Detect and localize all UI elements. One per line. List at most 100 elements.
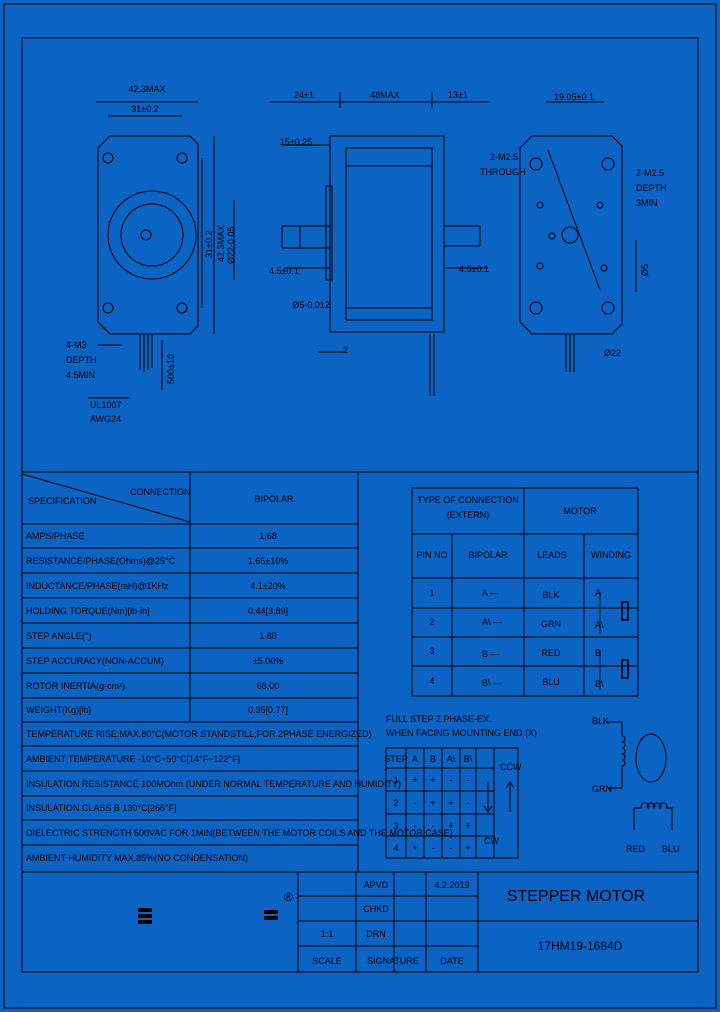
conn-bipolar: A\ —: [482, 617, 503, 627]
screw-note-3: 4.5MIN: [66, 370, 96, 380]
depth-note-3: 3MIN: [636, 198, 658, 208]
conn-bipolar: A —: [482, 588, 500, 598]
wiring-diagram: [606, 721, 673, 830]
depth-note-1: 2-M2.5: [636, 168, 665, 178]
spec-row-label: STEP ANGLE(°): [26, 631, 92, 641]
tb-chkd: CHKD: [363, 904, 389, 914]
full-step-header: A\: [446, 754, 456, 764]
shaft-length-dim: 24±1: [294, 90, 314, 100]
tb-apvd: APVD: [363, 880, 389, 890]
full-step-cell: 3: [393, 821, 399, 831]
full-step-header: A: [411, 754, 419, 764]
spec-row-label: WEIGHT(Kg)[lb]: [26, 705, 92, 715]
conn-lead: RED: [541, 648, 561, 658]
spec-row-value: ±5.00%: [252, 656, 284, 666]
spec-note: DIELECTRIC STRENGTH 500VAC FOR 1MIN(BETW…: [26, 828, 453, 838]
conn-col-winding: WINDING: [591, 550, 631, 560]
connection-table: [411, 487, 639, 697]
spec-row-label: AMPS/PHASE: [26, 531, 85, 541]
spec-note: AMBIENT HUMIDITY MAX.85%(NO CONDENSATION…: [26, 853, 249, 863]
rear-length-dim: 13±1: [448, 90, 468, 100]
front-height-max-dim: 42.3MAX: [216, 224, 226, 262]
spec-row-value: 1.68: [259, 531, 277, 541]
shaft-dia-dim: Ø5-0.012: [292, 300, 330, 310]
screw-note-1: 4-M3: [66, 340, 87, 350]
full-step-cell: 1: [393, 775, 399, 785]
conn-winding: B\: [595, 679, 604, 689]
front-width-dim: 42.3MAX: [128, 84, 166, 94]
tb-scale-value: 1:1: [320, 929, 334, 939]
tb-date-value: 4.2.2019: [434, 880, 470, 890]
spec-row-value: 4.1±20%: [250, 581, 286, 591]
flat-depth-dim: 4.5±0.1: [269, 266, 299, 276]
spec-note: INSULATION CLASS B 130°C[266°F]: [26, 803, 177, 813]
tb-signature-label: SIGNATURE: [367, 956, 419, 966]
lead-length-dim: 500±10: [166, 354, 176, 384]
conn-header-type-2: (EXTERN): [446, 510, 490, 520]
rear-view: [519, 101, 637, 372]
ccw-label: CCW: [500, 762, 522, 772]
spec-row-label: HOLDING TORQUE(Nm)[lb-in]: [26, 606, 150, 616]
full-step-cell: +: [430, 775, 436, 785]
through-note-1: 2-M2.5: [490, 152, 519, 162]
spec-note: INSULATION RESISTANCE 100MOhm (UNDER NOR…: [26, 779, 402, 789]
spec-header-bipolar: BIPOLAR: [254, 494, 294, 504]
spec-row-label: RESISTANCE/PHASE(Ohms)@25°C: [26, 556, 176, 566]
conn-col-leads: LEADS: [537, 550, 567, 560]
full-step-header: B\: [463, 754, 473, 764]
drawing-title: STEPPER MOTOR: [506, 888, 646, 905]
front-hole-spacing-dim: 31±0.2: [131, 104, 159, 114]
spec-row-value: 68.00: [256, 681, 280, 691]
conn-col-pin: PIN NO: [416, 550, 448, 560]
conn-lead: BLK: [542, 590, 560, 600]
wire-note-1: UL1007: [90, 400, 122, 410]
full-step-cell: -: [466, 775, 470, 785]
spec-row-label: INDUCTANCE/PHASE(mH)@1KHz: [26, 581, 169, 591]
side-view: [233, 92, 490, 396]
full-step-cell: -: [449, 775, 453, 785]
full-step-cell: -: [431, 821, 435, 831]
conn-pin: 2: [429, 617, 435, 627]
spec-note: TEMPERATURE RISE:MAX.80°C(MOTOR STANDSTI…: [26, 729, 372, 739]
full-step-cell: -: [449, 843, 453, 853]
body-length-dim: 48MAX: [370, 90, 400, 100]
part-number: 17HM19-1684D: [537, 939, 623, 953]
spec-row-label: STEP ACCURACY(NON-ACCUM): [26, 656, 164, 666]
conn-bipolar: B —: [482, 649, 500, 659]
spec-row-value: 0.44[3.89]: [247, 606, 289, 616]
boss-height-dim: 2: [343, 345, 349, 355]
full-step-cell: 2: [393, 798, 399, 808]
front-view: [88, 101, 215, 399]
spec-note: AMBIENT TEMPERATURE -10°C~50°C[14°F~122°…: [26, 754, 240, 764]
tb-date-label: DATE: [440, 956, 464, 966]
full-step-table: [385, 747, 519, 859]
tb-drn: DRN: [366, 929, 386, 939]
full-step-cell: +: [448, 798, 454, 808]
conn-col-bipolar: BIPOLAR: [468, 550, 508, 560]
conn-winding: A\: [595, 620, 604, 630]
front-height-hole-dim: 31±0.2: [204, 230, 214, 258]
conn-pin: 1: [429, 588, 435, 598]
wire-red-label: RED: [626, 844, 646, 854]
conn-winding: B: [595, 648, 602, 658]
full-step-cell: +: [465, 821, 471, 831]
cw-label: CW: [484, 836, 499, 846]
full-step-cell: -: [466, 798, 470, 808]
full-step-title-1: FULL STEP 2 PHASE-EX.: [386, 714, 492, 724]
spec-row-value: 1.65±10%: [247, 556, 289, 566]
depth-note-2: DEPTH: [636, 183, 667, 193]
rear-flat-dim: 4.5±0.1: [459, 264, 489, 274]
spec-row-value: 0.35[0.77]: [247, 705, 289, 715]
full-step-cell: 4: [393, 843, 399, 853]
spec-table: [21, 472, 698, 873]
full-step-title-2: WHEN FACING MOUNTING END (X): [386, 728, 537, 738]
full-step-cell: +: [412, 843, 418, 853]
spec-row-label: ROTOR INERTIA(g-cm²): [26, 681, 126, 691]
conn-pin: 4: [429, 676, 435, 686]
full-step-cell: +: [448, 821, 454, 831]
bolt-circle-dim: 19.05±0.1: [554, 92, 594, 102]
spec-header-specification: SPECIFICATION: [28, 496, 97, 506]
full-step-cell: +: [430, 798, 436, 808]
wire-blu-label: BLU: [662, 844, 680, 854]
